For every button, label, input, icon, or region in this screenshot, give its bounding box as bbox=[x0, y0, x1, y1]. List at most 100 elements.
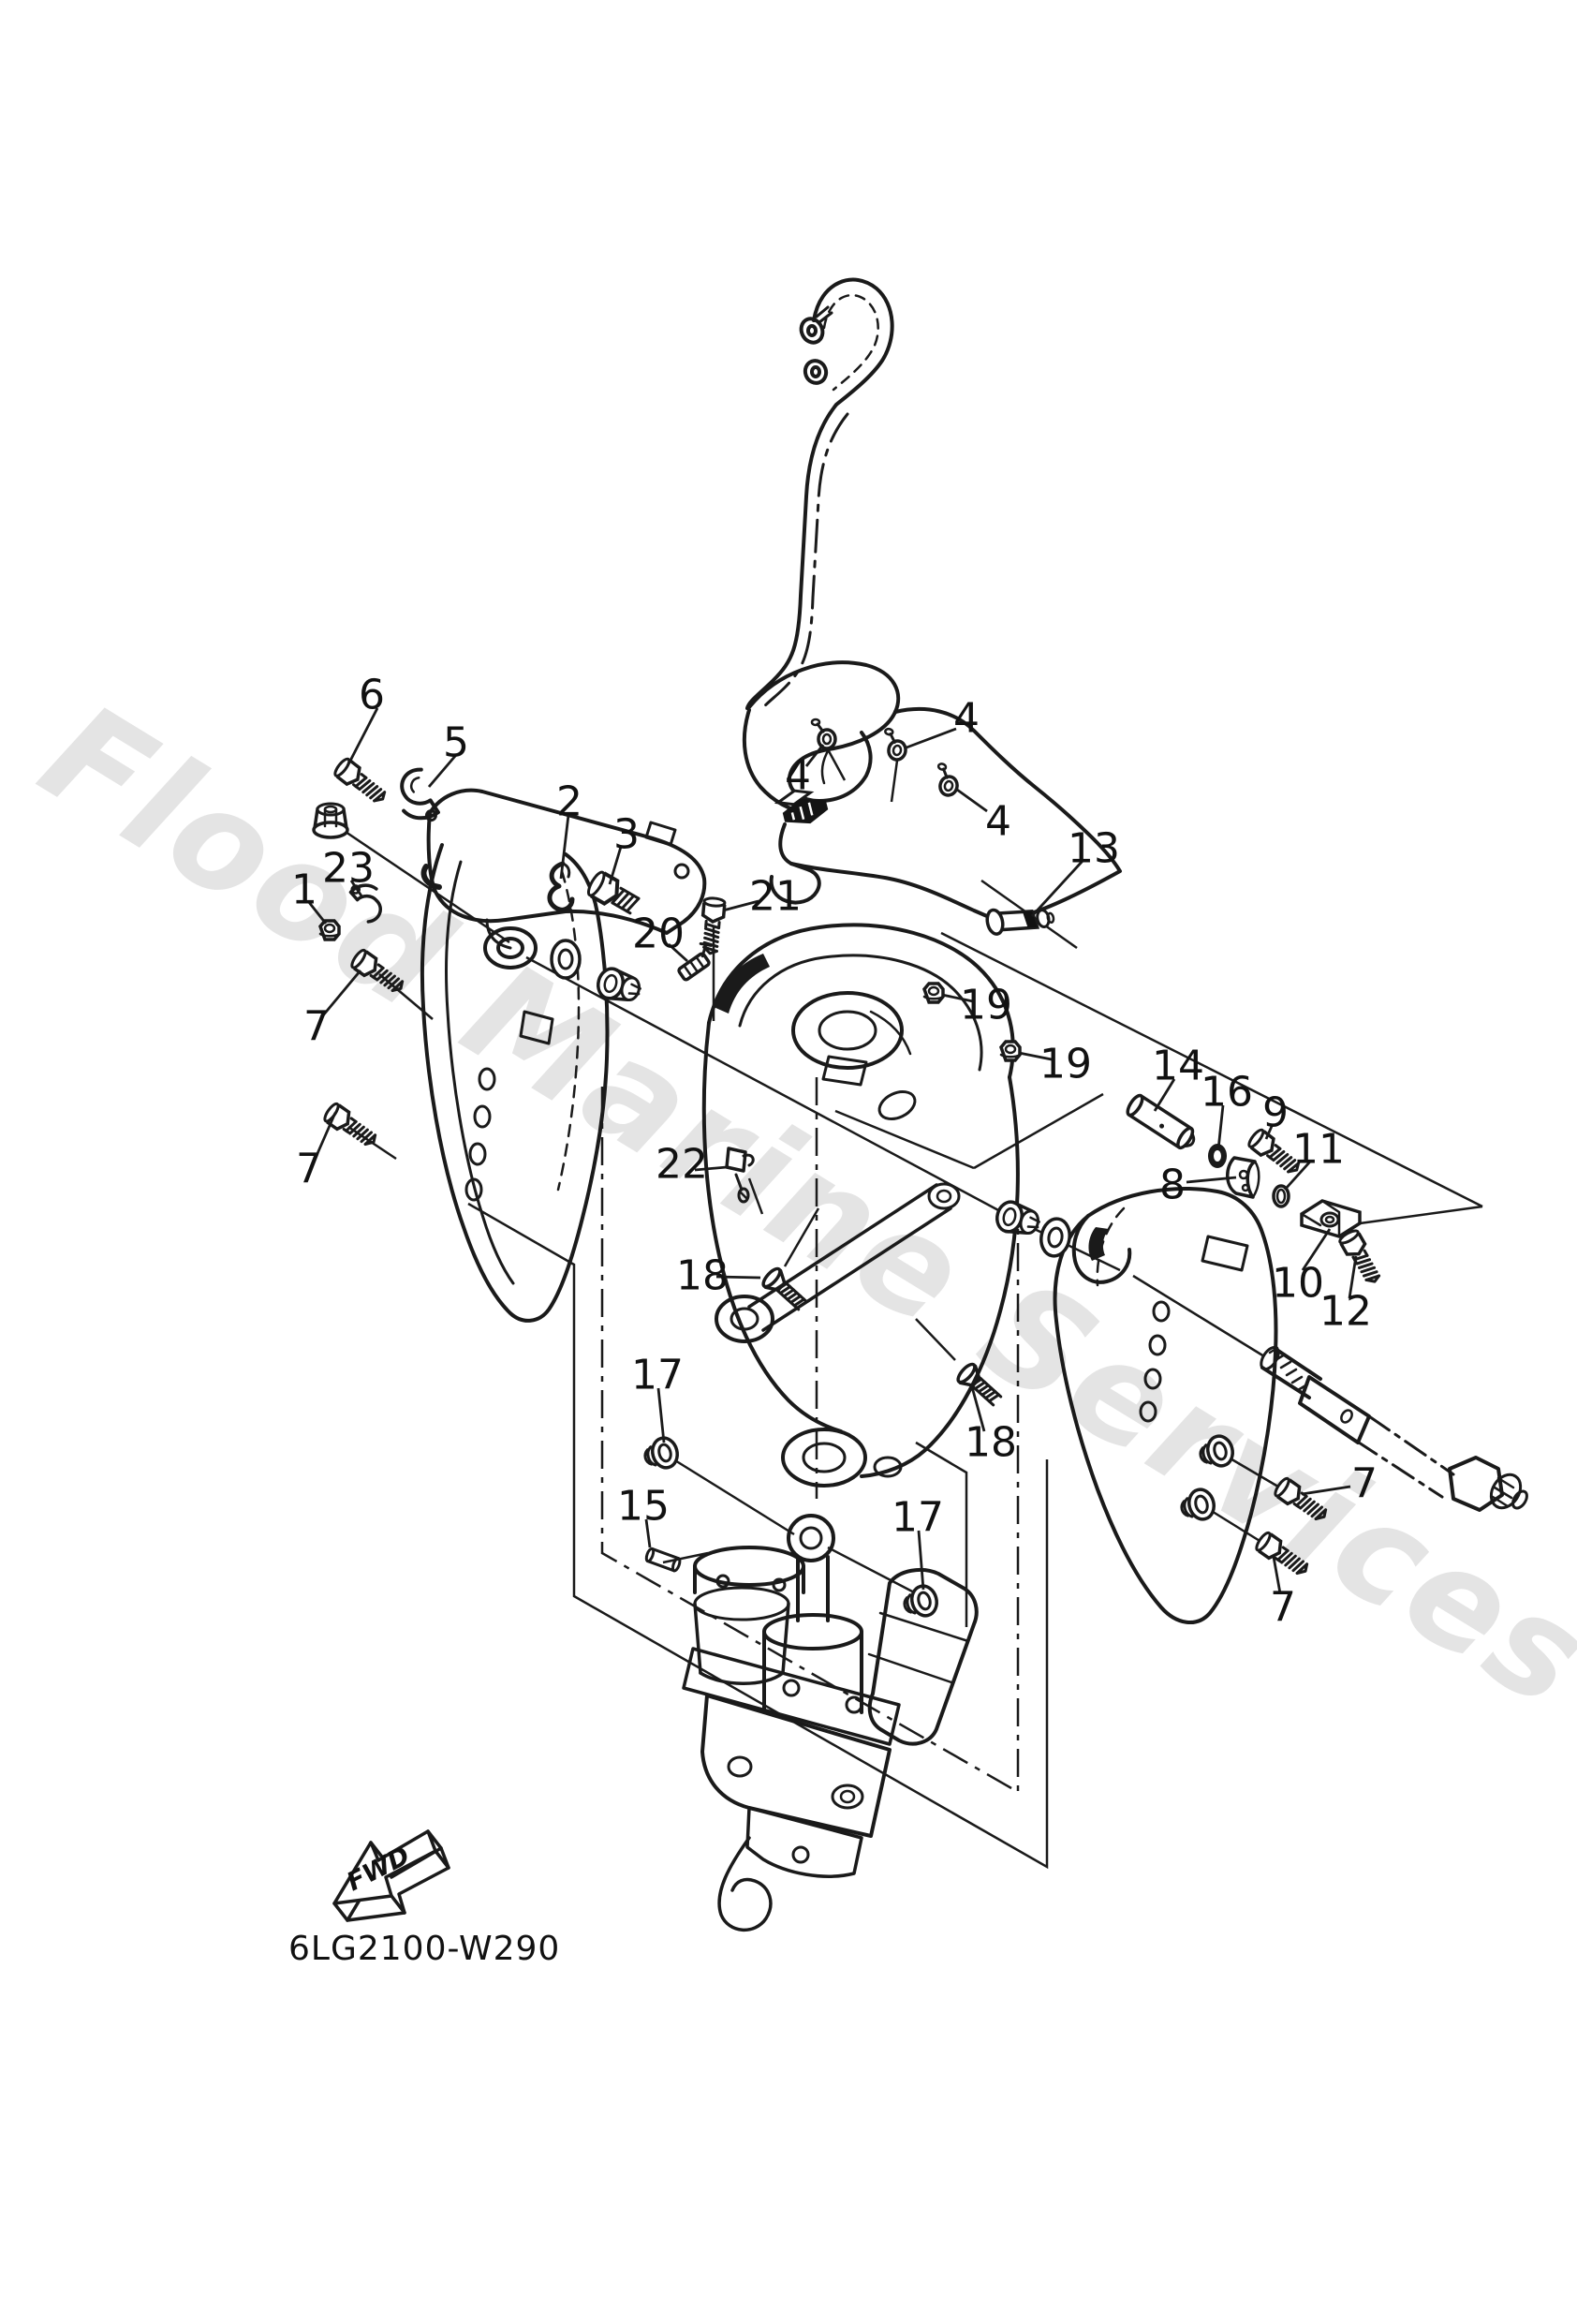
callout-16[interactable]: 16 bbox=[1201, 1069, 1253, 1117]
callout-4[interactable]: 4 bbox=[785, 752, 811, 800]
part-washer-left-icon bbox=[550, 939, 582, 980]
callout-12[interactable]: 12 bbox=[1319, 1288, 1372, 1336]
callout-4[interactable]: 4 bbox=[953, 695, 980, 743]
leader-line bbox=[306, 900, 328, 925]
callout-8[interactable]: 8 bbox=[1159, 1162, 1186, 1209]
callout-7[interactable]: 7 bbox=[1270, 1584, 1296, 1632]
callout-6[interactable]: 6 bbox=[359, 672, 385, 719]
construction-line bbox=[600, 1087, 1020, 1795]
part-grommet-4-1-icon bbox=[810, 718, 837, 750]
construction-line bbox=[1209, 1508, 1265, 1546]
callout-7[interactable]: 7 bbox=[303, 1003, 330, 1051]
leader-line bbox=[668, 942, 688, 963]
construction-line bbox=[1359, 1205, 1483, 1225]
leader-line bbox=[1186, 1176, 1237, 1184]
construction-line bbox=[1228, 1456, 1284, 1491]
leader-line bbox=[559, 814, 570, 880]
construction-line bbox=[826, 748, 847, 781]
leader-line bbox=[321, 970, 362, 1016]
leader-line bbox=[1301, 1228, 1332, 1271]
construction-line bbox=[1020, 1221, 1121, 1272]
callout-5[interactable]: 5 bbox=[443, 719, 469, 767]
construction-lines bbox=[342, 748, 1483, 1870]
leader-line bbox=[427, 754, 458, 788]
construction-line bbox=[915, 1318, 956, 1361]
part-screw-18-2-icon bbox=[956, 1362, 1003, 1407]
part-bolt-3-icon bbox=[587, 870, 641, 915]
callout-22[interactable]: 22 bbox=[656, 1141, 708, 1189]
callout-18[interactable]: 18 bbox=[965, 1419, 1017, 1467]
leader-line bbox=[956, 788, 988, 813]
leader-line bbox=[1264, 1123, 1275, 1140]
callout-10[interactable]: 10 bbox=[1272, 1260, 1324, 1308]
leader-line bbox=[644, 1518, 652, 1548]
callout-2[interactable]: 2 bbox=[556, 778, 582, 826]
stern-bracket-right bbox=[1053, 1187, 1278, 1625]
callout-18[interactable]: 18 bbox=[676, 1252, 729, 1300]
construction-line bbox=[783, 1207, 820, 1267]
leader-line bbox=[917, 1530, 925, 1591]
part-bolt-7-4-icon bbox=[1255, 1531, 1309, 1576]
part-bushing-center-icon bbox=[995, 1200, 1040, 1236]
callout-1[interactable]: 1 bbox=[291, 866, 317, 914]
part-washer-center-icon bbox=[1039, 1217, 1071, 1258]
part-washer-16-icon bbox=[1208, 1144, 1227, 1168]
callout-21[interactable]: 21 bbox=[749, 873, 802, 921]
callout-17[interactable]: 17 bbox=[892, 1494, 944, 1542]
leader-line bbox=[346, 707, 379, 767]
tilt-stop-rod bbox=[1260, 1345, 1528, 1512]
part-bolt-6-icon bbox=[333, 757, 387, 803]
part-ring-7c-icon bbox=[1199, 1434, 1234, 1468]
part-bushing-left-icon bbox=[597, 967, 641, 1002]
fwd-arrow-icon bbox=[332, 1829, 450, 1922]
leader-line bbox=[314, 1112, 337, 1159]
construction-line bbox=[827, 1546, 919, 1596]
callout-23[interactable]: 23 bbox=[322, 845, 375, 893]
callout-4[interactable]: 4 bbox=[985, 798, 1011, 846]
ring-terminal-icon bbox=[799, 305, 833, 385]
part-pin-14-icon bbox=[1126, 1093, 1196, 1150]
callout-7[interactable]: 7 bbox=[1351, 1460, 1378, 1508]
callout-9[interactable]: 9 bbox=[1262, 1089, 1289, 1137]
part-clip-20-icon bbox=[677, 941, 713, 982]
leader-lines bbox=[306, 707, 1358, 1594]
leader-line bbox=[1018, 1051, 1053, 1061]
part-sensor-13-icon bbox=[985, 908, 1055, 936]
leader-line bbox=[906, 727, 957, 749]
leader-line bbox=[1153, 1078, 1176, 1112]
part-ring-7d-icon bbox=[1180, 1488, 1216, 1521]
part-grommet-17-1-icon bbox=[643, 1436, 679, 1470]
wire-harness bbox=[742, 660, 1122, 927]
part-nut-19-2-icon bbox=[999, 1040, 1022, 1062]
callout-20[interactable]: 20 bbox=[632, 910, 685, 958]
part-bolt-21-icon bbox=[700, 896, 727, 955]
callout-19[interactable]: 19 bbox=[1039, 1041, 1092, 1088]
construction-line bbox=[1132, 1274, 1265, 1358]
part-pin-15-icon bbox=[644, 1547, 682, 1573]
callout-13[interactable]: 13 bbox=[1068, 825, 1120, 873]
leader-line bbox=[1030, 859, 1085, 917]
leader-line bbox=[694, 1165, 728, 1172]
callout-19[interactable]: 19 bbox=[960, 982, 1012, 1029]
callout-11[interactable]: 11 bbox=[1292, 1126, 1345, 1174]
construction-line bbox=[915, 1441, 968, 1627]
battery-cable bbox=[745, 277, 894, 714]
part-nut-19-1-icon bbox=[922, 982, 945, 1004]
callout-7[interactable]: 7 bbox=[296, 1146, 322, 1193]
leader-line bbox=[1283, 1161, 1312, 1191]
construction-line bbox=[670, 1456, 795, 1536]
part-code: 6LG2100-W290 bbox=[288, 1930, 560, 1968]
part-bolt-9-icon bbox=[1247, 1128, 1301, 1174]
callout-3[interactable]: 3 bbox=[613, 811, 640, 859]
callout-14[interactable]: 14 bbox=[1152, 1043, 1204, 1090]
swivel-bracket-center bbox=[701, 923, 1020, 1488]
leader-line bbox=[349, 880, 364, 898]
callout-17[interactable]: 17 bbox=[631, 1352, 684, 1399]
leader-line bbox=[1272, 1556, 1282, 1594]
leader-line bbox=[608, 846, 623, 885]
callout-15[interactable]: 15 bbox=[617, 1483, 670, 1531]
construction-line bbox=[940, 931, 1483, 1208]
construction-line bbox=[973, 1092, 1104, 1170]
part-clip-22-icon bbox=[725, 1147, 755, 1204]
